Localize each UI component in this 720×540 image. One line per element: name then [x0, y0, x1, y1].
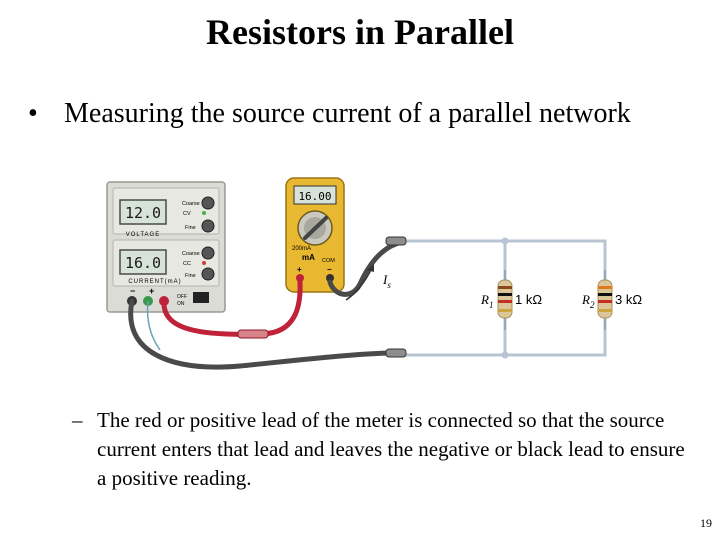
voltage-fine-knob [201, 219, 215, 233]
svg-text:16.0: 16.0 [125, 254, 161, 272]
svg-text:Fine: Fine [185, 273, 196, 279]
current-display [119, 249, 167, 275]
current-label: CURRENT(mA) [128, 279, 181, 285]
sub-bullet-text: The red or positive lead of the meter is… [97, 408, 685, 490]
svg-text:Coarse: Coarse [182, 251, 200, 257]
meter-negative-jack [326, 274, 334, 282]
voltage-label: VOLTAGE [126, 232, 160, 238]
r1-value: 1 kΩ [515, 292, 542, 307]
svg-text:CV: CV [183, 211, 191, 217]
current-arrow [345, 267, 373, 301]
black-lead-meter-to-circuit [327, 239, 405, 297]
bullet-point: • Measuring the source current of a para… [28, 95, 668, 133]
slide-title: Resistors in Parallel [206, 12, 514, 52]
svg-text:+: + [149, 286, 154, 296]
current-fine-knob [201, 267, 215, 281]
top-clip [385, 236, 407, 246]
svg-text:+: + [297, 265, 302, 274]
r2-label: R2 [581, 292, 595, 310]
com-label: COM [322, 258, 335, 264]
svg-text:CC: CC [183, 261, 191, 267]
node-bottom [501, 351, 509, 359]
svg-text:16.00: 16.00 [298, 190, 331, 203]
bottom-clip [385, 348, 407, 358]
bullet-text: Measuring the source current of a parall… [64, 98, 631, 129]
ground-lead [146, 300, 161, 351]
page-number: 19 [700, 516, 712, 530]
svg-text:ON: ON [177, 301, 185, 307]
bullet-marker: • [28, 98, 38, 129]
svg-text:−: − [130, 286, 135, 296]
multimeter: 16.00 200mA mA COM + − [285, 177, 345, 293]
power-supply: 12.0 VOLTAGE 16.0 CURRENT(mA) Coarse CV … [106, 181, 226, 313]
range-label: 200mA [292, 246, 311, 252]
sub-bullet: – The red or positive lead of the meter … [72, 406, 692, 493]
power-switch [193, 292, 209, 303]
r1-label: R1 [480, 292, 493, 310]
black-lead-supply-to-circuit [128, 298, 393, 370]
svg-text:12.0: 12.0 [125, 204, 161, 222]
resistor-r1 [497, 270, 513, 330]
current-label: Is [382, 272, 391, 290]
current-coarse-knob [201, 246, 215, 260]
voltage-coarse-knob [201, 196, 215, 210]
meter-display [293, 185, 337, 205]
sub-bullet-marker: – [72, 408, 83, 432]
svg-text:Fine: Fine [185, 225, 196, 231]
svg-text:OFF: OFF [177, 294, 187, 300]
svg-text:Coarse: Coarse [182, 201, 200, 207]
node-top [501, 237, 509, 245]
r2-value: 3 kΩ [615, 292, 642, 307]
voltage-display [119, 199, 167, 225]
red-lead-clip [237, 329, 269, 339]
resistor-r2 [597, 270, 613, 330]
svg-text:−: − [327, 265, 332, 274]
meter-positive-jack [296, 274, 304, 282]
unit-label: mA [302, 253, 315, 262]
